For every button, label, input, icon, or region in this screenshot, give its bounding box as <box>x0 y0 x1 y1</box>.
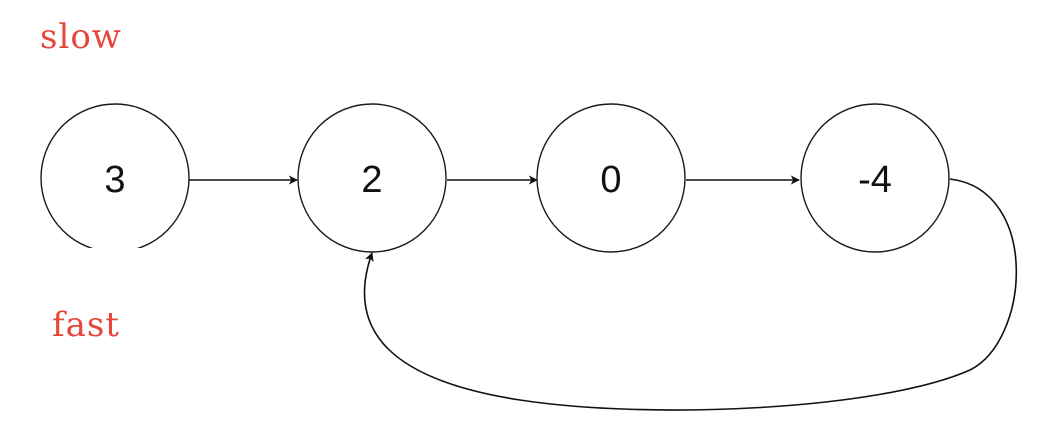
slow-pointer-label: slow <box>40 17 122 57</box>
node-neg4: -4 <box>800 103 950 253</box>
node-circle <box>536 103 686 253</box>
node-circle <box>297 103 447 253</box>
node-circle <box>40 103 190 248</box>
node-3: 3 <box>40 103 190 248</box>
node-2: 2 <box>297 103 447 253</box>
edge-neg4-to-2-cycle <box>363 178 1018 411</box>
node-value: 0 <box>600 159 621 201</box>
fast-pointer-label: fast <box>52 305 120 345</box>
node-circle <box>800 103 950 253</box>
node-value: 3 <box>104 159 125 201</box>
node-value: -4 <box>858 159 892 201</box>
node-0: 0 <box>536 103 686 253</box>
node-value: 2 <box>361 159 382 201</box>
